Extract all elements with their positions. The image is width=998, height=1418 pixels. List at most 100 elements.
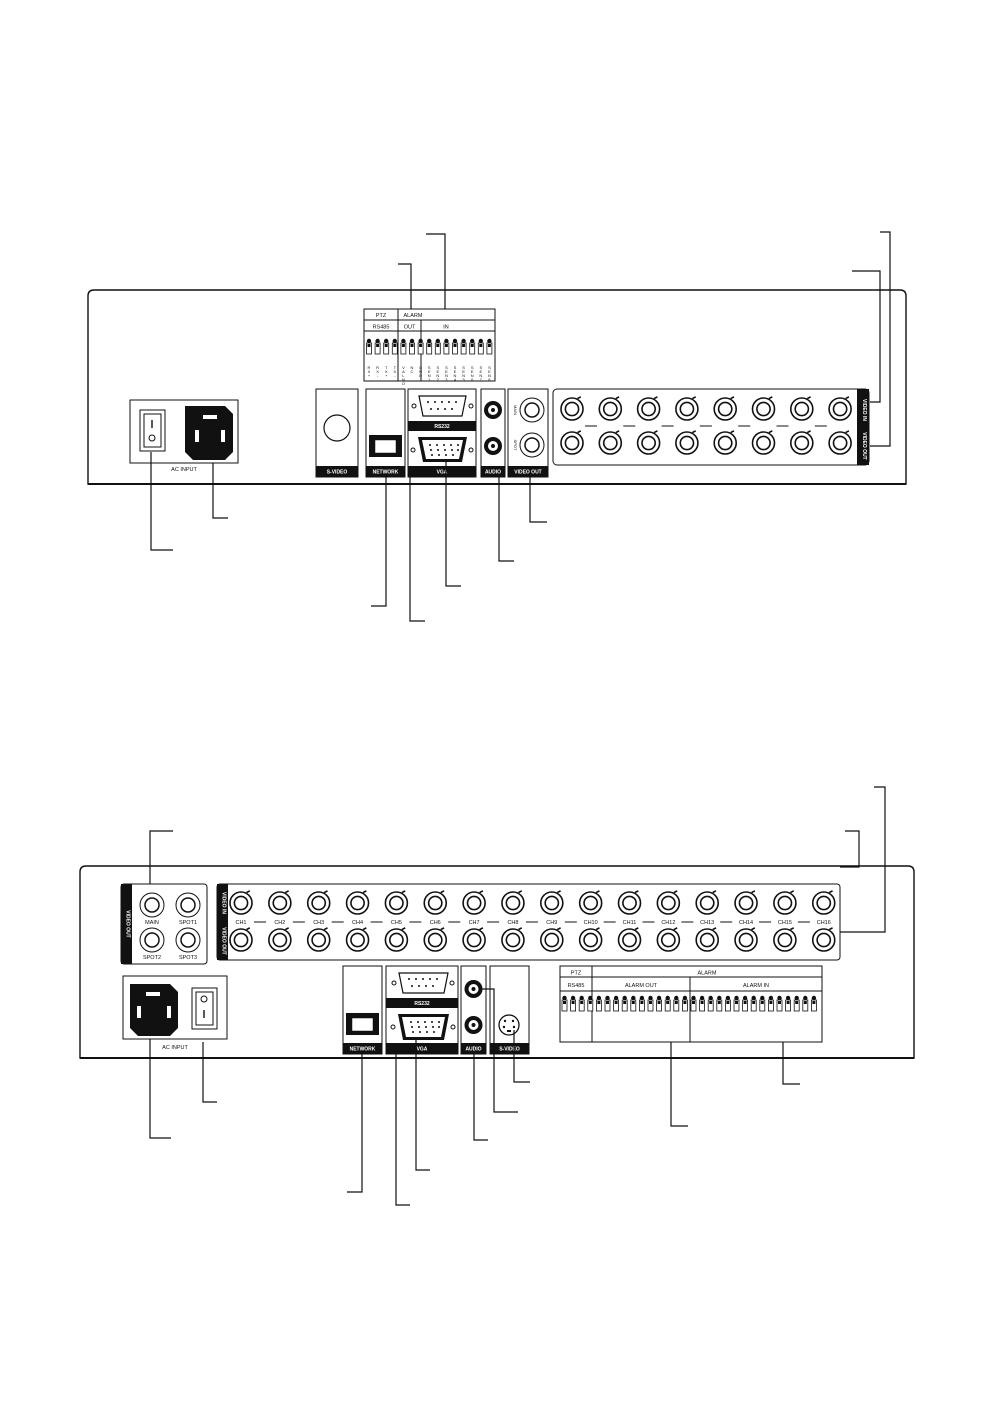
top-terminal-10[interactable]	[443, 338, 450, 355]
bottom-bnc-in-9[interactable]	[539, 890, 564, 915]
bottom-bnc-in-12[interactable]	[656, 890, 681, 915]
bottom-bnc-out-12[interactable]	[656, 927, 681, 952]
bottom-terminal-22[interactable]	[742, 995, 748, 1012]
bottom-terminal-2[interactable]	[570, 995, 576, 1012]
bottom-terminal-20[interactable]	[725, 995, 731, 1012]
top-terminal-13[interactable]	[469, 338, 476, 355]
top-bnc-in-5[interactable]	[713, 396, 738, 421]
top-terminal-14[interactable]	[477, 338, 484, 355]
bottom-bnc-out-2[interactable]	[268, 927, 292, 952]
top-terminal-2[interactable]	[374, 338, 381, 355]
bottom-bnc-in-6[interactable]	[423, 890, 448, 915]
bottom-bnc-in-1[interactable]	[229, 890, 253, 915]
top-terminal-3[interactable]	[383, 338, 390, 355]
bottom-terminal-26[interactable]	[776, 995, 783, 1012]
bottom-bnc-out-11[interactable]	[617, 927, 642, 952]
top-bnc-out-6[interactable]	[751, 430, 776, 455]
top-power-socket[interactable]	[185, 406, 233, 460]
bottom-terminal-6[interactable]	[604, 995, 611, 1012]
bottom-terminal-21[interactable]	[733, 995, 740, 1012]
bottom-bnc-in-10[interactable]	[578, 890, 603, 915]
top-bnc-out-3[interactable]	[636, 430, 661, 455]
bottom-bnc-out-10[interactable]	[578, 927, 603, 952]
bottom-terminal-11[interactable]	[647, 995, 654, 1012]
top-terminal-5[interactable]	[400, 338, 407, 355]
bottom-terminal-12[interactable]	[656, 995, 662, 1012]
bottom-terminal-3[interactable]	[578, 995, 585, 1012]
bottom-bnc-in-8[interactable]	[501, 890, 525, 915]
bottom-bnc-out-14[interactable]	[734, 927, 758, 952]
bottom-terminal-4[interactable]	[587, 995, 594, 1012]
bottom-terminal-29[interactable]	[802, 995, 809, 1012]
bottom-bnc-in-5[interactable]	[384, 890, 409, 915]
bottom-bnc-out-5[interactable]	[384, 927, 409, 952]
bottom-terminal-25[interactable]	[768, 995, 774, 1012]
bottom-bnc-in-7[interactable]	[462, 890, 486, 915]
top-terminal-1[interactable]	[366, 338, 372, 355]
top-bnc-out-4[interactable]	[675, 430, 699, 455]
top-rs232-port[interactable]	[418, 395, 467, 417]
bottom-terminal-10[interactable]	[639, 995, 645, 1012]
bottom-terminal-1[interactable]	[561, 995, 568, 1012]
bottom-bnc-ports[interactable]	[229, 890, 836, 952]
bottom-terminal-9[interactable]	[630, 995, 637, 1012]
bottom-bnc-in-4[interactable]	[345, 890, 370, 915]
bottom-terminal-screws[interactable]	[561, 995, 817, 1012]
bottom-terminal-19[interactable]	[716, 995, 723, 1012]
top-bnc-in-2[interactable]	[598, 396, 623, 421]
top-s-video-port[interactable]	[323, 414, 351, 442]
bottom-terminal-15[interactable]	[682, 995, 688, 1012]
bottom-bnc-in-3[interactable]	[306, 890, 331, 915]
bottom-bnc-in-2[interactable]	[268, 890, 292, 915]
top-terminal-8[interactable]	[426, 338, 433, 355]
top-bnc-in-1[interactable]	[560, 396, 584, 421]
top-terminal-6[interactable]	[409, 338, 415, 355]
bottom-terminal-30[interactable]	[811, 995, 817, 1012]
bottom-terminal-18[interactable]	[707, 995, 714, 1012]
bottom-rs232-port[interactable]	[398, 972, 449, 994]
bottom-terminal-13[interactable]	[664, 995, 671, 1012]
top-bnc-out-2[interactable]	[598, 430, 623, 455]
top-bnc-out-8[interactable]	[828, 430, 852, 455]
bottom-bnc-out-13[interactable]	[695, 927, 720, 952]
top-bnc-out-7[interactable]	[789, 430, 814, 455]
bottom-spot3-port[interactable]	[175, 927, 201, 953]
top-bnc-ports[interactable]	[560, 396, 852, 455]
bottom-bnc-out-16[interactable]	[811, 927, 836, 952]
bottom-power-socket[interactable]	[130, 984, 178, 1036]
top-bnc-in-4[interactable]	[675, 396, 699, 421]
top-bnc-in-3[interactable]	[636, 396, 661, 421]
top-bnc-out-1[interactable]	[560, 430, 584, 455]
top-spot-out-port[interactable]	[519, 432, 545, 458]
top-bnc-in-7[interactable]	[789, 396, 814, 421]
bottom-bnc-out-8[interactable]	[501, 927, 525, 952]
top-bnc-out-5[interactable]	[713, 430, 738, 455]
bottom-terminal-8[interactable]	[621, 995, 628, 1012]
bottom-terminal-28[interactable]	[793, 995, 800, 1012]
bottom-bnc-out-1[interactable]	[229, 927, 253, 952]
bottom-terminal-17[interactable]	[699, 995, 705, 1012]
bottom-terminal-5[interactable]	[596, 995, 602, 1012]
bottom-terminal-14[interactable]	[673, 995, 680, 1012]
bottom-bnc-in-11[interactable]	[617, 890, 642, 915]
bottom-bnc-in-16[interactable]	[811, 890, 836, 915]
top-terminal-7[interactable]	[417, 338, 424, 355]
bottom-bnc-out-15[interactable]	[773, 927, 797, 952]
bottom-terminal-24[interactable]	[759, 995, 766, 1012]
bottom-spot1-port[interactable]	[175, 892, 201, 918]
bottom-bnc-out-7[interactable]	[462, 927, 486, 952]
top-terminal-11[interactable]	[452, 338, 458, 355]
bottom-bnc-out-3[interactable]	[306, 927, 331, 952]
bottom-terminal-27[interactable]	[785, 995, 791, 1012]
top-terminal-12[interactable]	[460, 338, 467, 355]
top-main-out-port[interactable]	[519, 397, 545, 423]
top-terminal-screws[interactable]	[366, 338, 493, 355]
bottom-spot2-port[interactable]	[139, 927, 165, 953]
top-bnc-in-6[interactable]	[751, 396, 776, 421]
bottom-bnc-in-14[interactable]	[734, 890, 758, 915]
top-bnc-in-8[interactable]	[828, 396, 852, 421]
bottom-bnc-in-15[interactable]	[773, 890, 797, 915]
bottom-bnc-in-13[interactable]	[695, 890, 720, 915]
top-terminal-4[interactable]	[391, 338, 398, 355]
top-terminal-15[interactable]	[486, 338, 493, 355]
